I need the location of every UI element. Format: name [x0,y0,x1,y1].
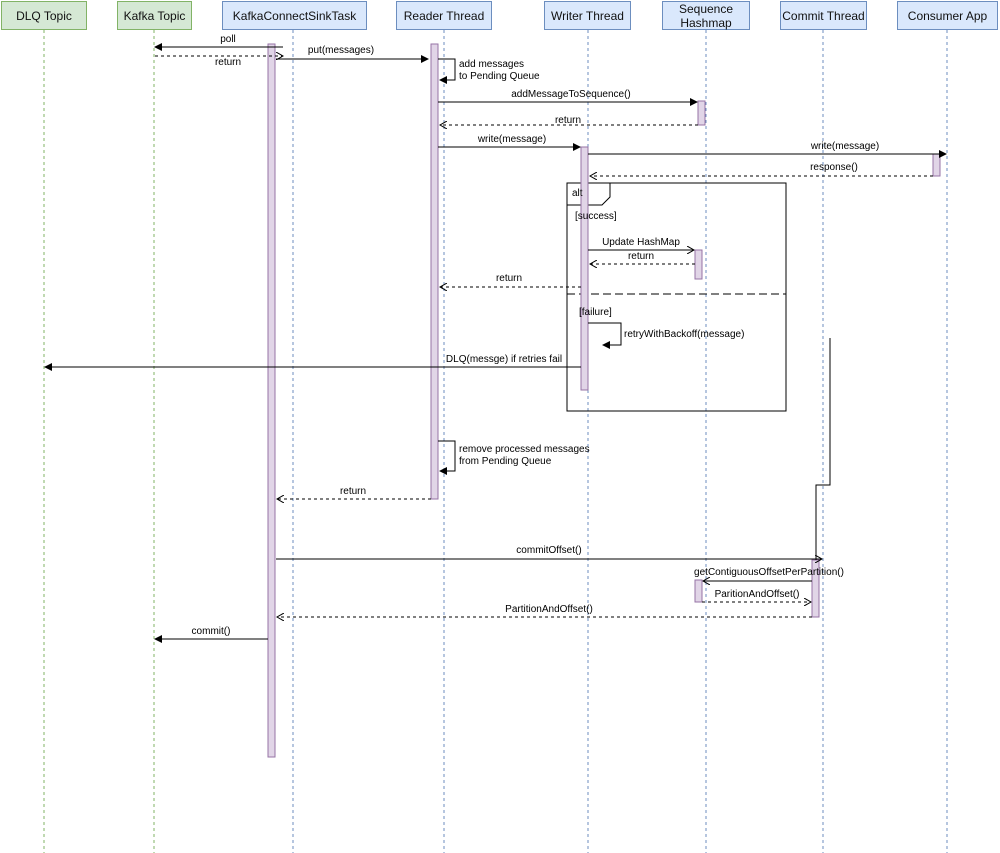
label-update-hashmap: Update HashMap [602,237,680,248]
participant-commit-thread: Commit Thread [780,1,867,30]
activation-writer [580,146,589,391]
activation-consumer [932,153,941,177]
activation-seq-3 [694,579,703,603]
label-partition-inner: ParitionAndOffset() [714,589,800,600]
participant-reader-thread: Reader Thread [396,1,492,30]
label-get-contiguous: getContiguousOffsetPerPartition() [694,567,844,578]
participant-sink-task: KafkaConnectSinkTask [222,1,367,30]
label-write-consumer: write(message) [810,141,880,152]
participant-consumer-app: Consumer App [897,1,998,30]
label-response: response() [810,162,858,173]
activation-seq-1 [697,100,706,126]
label-add-seq: addMessageToSequence() [511,89,631,100]
label-add-pending: add messages to Pending Queue [459,59,540,82]
activation-seq-2 [694,249,703,280]
label-add-seq-return: return [554,115,582,126]
participant-kafka-topic: Kafka Topic [117,1,192,30]
participant-sequence-hashmap: Sequence Hashmap [662,1,750,30]
arrow-remove-pending [438,440,456,475]
label-commit-offset: commitOffset() [516,545,582,556]
lifelines [43,30,948,853]
label-reader-return: return [339,486,367,497]
label-commit: commit() [191,626,231,637]
label-put: put(messages) [307,45,375,56]
label-retry: retryWithBackoff(message) [624,329,745,340]
participant-writer-thread: Writer Thread [544,1,631,30]
label-writer-return: return [495,273,523,284]
label-dlq: DLQ(messge) if retries fail [445,354,563,365]
label-remove-pending: remove processed messages from Pending Q… [459,444,590,467]
label-guard-success: [success] [575,211,617,222]
activation-sink [267,43,276,758]
arrow-retry [588,322,622,349]
participant-dlq-topic: DLQ Topic [1,1,87,30]
label-partition-offset: PartitionAndOffset() [505,604,593,615]
commit-thread-connector [815,338,831,560]
label-update-return: return [627,251,655,262]
arrow-add-pending [438,58,456,84]
activation-reader [430,43,439,500]
label-guard-failure: [failure] [579,307,612,318]
message-arrows [44,43,947,643]
label-poll: poll [220,34,236,45]
label-poll-return: return [214,57,242,68]
label-alt-operator: alt [572,188,583,199]
label-write-writer: write(message) [477,134,547,145]
